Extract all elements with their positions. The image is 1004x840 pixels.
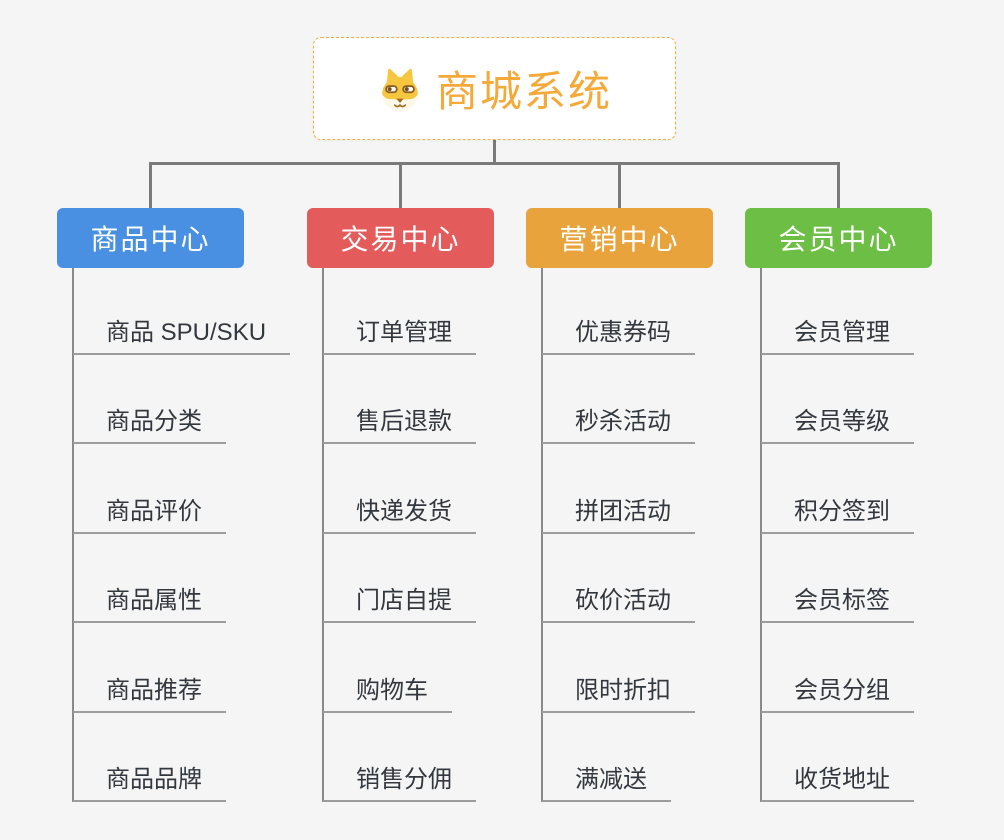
branch-marketing-center[interactable]: 营销中心 (526, 208, 713, 268)
topic-item[interactable]: 商品评价 (73, 496, 226, 534)
branch-line (322, 268, 324, 802)
topic-item[interactable]: 商品属性 (73, 585, 226, 623)
topic-item[interactable]: 售后退款 (323, 406, 476, 444)
topic-item[interactable]: 购物车 (323, 675, 452, 713)
topic-item[interactable]: 商品推荐 (73, 675, 226, 713)
topic-item[interactable]: 积分签到 (761, 496, 914, 534)
branch-line (760, 268, 762, 802)
shiba-dog-icon (382, 68, 418, 111)
branch-label: 商品中心 (90, 224, 211, 255)
branch-product-center[interactable]: 商品中心 (57, 208, 244, 268)
branch-line (541, 268, 543, 802)
topic-item[interactable]: 快递发货 (323, 496, 476, 534)
topic-item[interactable]: 商品分类 (73, 406, 226, 444)
topic-item[interactable]: 会员分组 (761, 675, 914, 713)
topic-item[interactable]: 会员等级 (761, 406, 914, 444)
topic-item[interactable]: 销售分佣 (323, 764, 476, 802)
topic-item[interactable]: 门店自提 (323, 585, 476, 623)
branch-label: 会员中心 (778, 224, 899, 255)
topic-item[interactable]: 会员标签 (761, 585, 914, 623)
topic-item[interactable]: 收货地址 (761, 764, 914, 802)
branch-column-product-center: 商品中心 商品 SPU/SKU 商品分类 商品评价 商品属性 商品推荐 商品品牌 (57, 0, 307, 840)
topic-item[interactable]: 商品 SPU/SKU (73, 317, 291, 355)
connector-drop-product (149, 163, 152, 209)
root-title: 商城系统 (435, 68, 612, 115)
branch-trade-center[interactable]: 交易中心 (307, 208, 494, 268)
connector-drop-marketing (618, 163, 621, 209)
topic-item[interactable]: 商品品牌 (73, 764, 226, 802)
branch-label: 营销中心 (559, 224, 680, 255)
branch-column-trade-center: 交易中心 订单管理 售后退款 快递发货 门店自提 购物车 销售分佣 (307, 0, 557, 840)
topic-item[interactable]: 会员管理 (761, 317, 914, 355)
topic-item[interactable]: 优惠券码 (542, 317, 695, 355)
connector-drop-trade (399, 163, 402, 209)
topic-item[interactable]: 订单管理 (323, 317, 476, 355)
topic-item[interactable]: 满减送 (542, 764, 671, 802)
branch-member-center[interactable]: 会员中心 (745, 208, 932, 268)
connector-rail (149, 162, 840, 165)
topic-item[interactable]: 秒杀活动 (542, 406, 695, 444)
branch-line (72, 268, 74, 802)
branch-column-member-center: 会员中心 会员管理 会员等级 积分签到 会员标签 会员分组 收货地址 (745, 0, 995, 840)
topic-item[interactable]: 拼团活动 (542, 496, 695, 534)
connector-drop-member (837, 163, 840, 209)
branch-label: 交易中心 (340, 224, 461, 255)
root-node[interactable]: 商城系统 (313, 37, 676, 140)
topic-item[interactable]: 砍价活动 (542, 585, 695, 623)
connector-root-stem (493, 140, 496, 163)
topic-item[interactable]: 限时折扣 (542, 675, 695, 713)
branch-column-marketing-center: 营销中心 优惠券码 秒杀活动 拼团活动 砍价活动 限时折扣 满减送 (526, 0, 776, 840)
